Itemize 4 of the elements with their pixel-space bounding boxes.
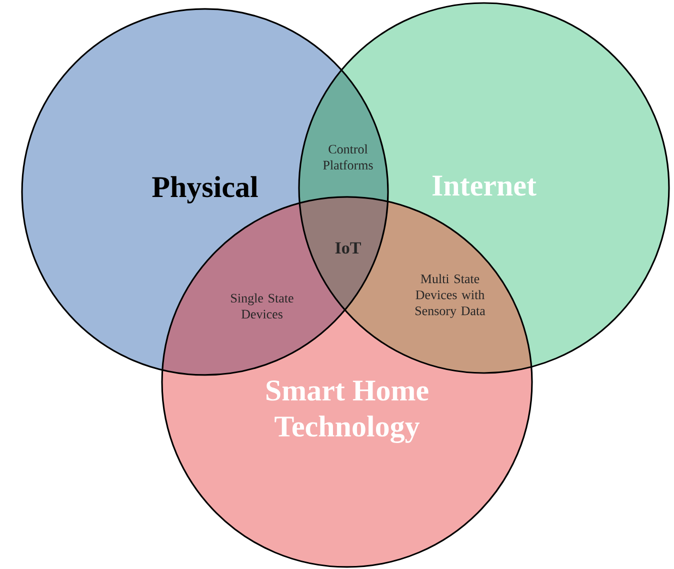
region-label: Multi State Devices with Sensory Data: [415, 274, 486, 318]
region-label: IoT: [335, 242, 361, 254]
region-label: Control Platforms: [323, 144, 373, 170]
region-label: Single State Devices: [231, 293, 294, 319]
